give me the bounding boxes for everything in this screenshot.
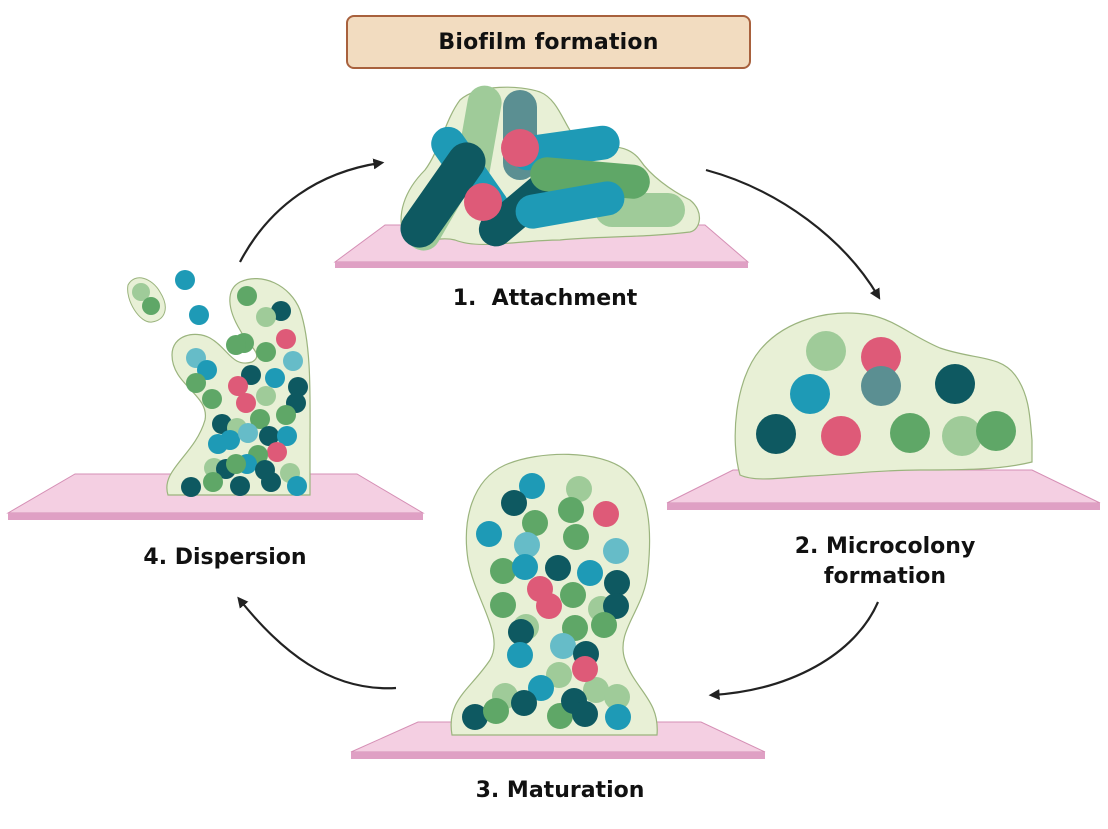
dispersed-coccus [189, 305, 209, 325]
coccus-bacterium [476, 521, 502, 547]
arrow-dispersion-to-attachment [239, 158, 385, 263]
coccus-bacterium [288, 377, 308, 397]
coccus-bacterium [490, 558, 516, 584]
coccus-bacterium [942, 416, 982, 456]
coccus-bacterium [464, 183, 502, 221]
coccus-bacterium [806, 331, 846, 371]
coccus-bacterium [560, 582, 586, 608]
coccus-bacterium [604, 570, 630, 596]
coccus-bacterium [283, 351, 303, 371]
coccus-bacterium [490, 592, 516, 618]
rod-bacterium [515, 181, 625, 229]
title-box: Biofilm formation [346, 15, 751, 69]
coccus-bacterium [212, 414, 232, 434]
coccus-bacterium [277, 426, 297, 446]
coccus-bacterium [861, 366, 901, 406]
coccus-bacterium [821, 416, 861, 456]
coccus-bacterium [236, 393, 256, 413]
coccus-bacterium [462, 704, 488, 730]
coccus-bacterium [528, 675, 554, 701]
coccus-bacterium [483, 698, 509, 724]
coccus-bacterium [583, 677, 609, 703]
coccus-bacterium [605, 704, 631, 730]
rod-bacterium [510, 125, 620, 171]
coccus-bacterium [256, 307, 276, 327]
arrow-microcolony-to-maturation [708, 601, 880, 701]
coccus-bacterium [566, 476, 592, 502]
coccus-bacterium [603, 538, 629, 564]
coccus-bacterium [256, 386, 276, 406]
coccus-bacterium [230, 476, 250, 496]
label-dispersion: 4. Dispersion [143, 545, 307, 570]
coccus-bacterium [577, 560, 603, 586]
coccus-bacterium [522, 510, 548, 536]
coccus-bacterium [511, 690, 537, 716]
coccus-bacterium [550, 633, 576, 659]
dispersed-coccus [226, 335, 246, 355]
coccus-bacterium [261, 472, 281, 492]
dispersed-coccus [175, 270, 195, 290]
coccus-bacterium [250, 409, 270, 429]
substrate-microcolony [666, 469, 1101, 510]
coccus-bacterium [756, 414, 796, 454]
coccus-bacterium [228, 376, 248, 396]
dispersed-coccus [132, 283, 150, 301]
label-maturation: 3. Maturation [475, 778, 645, 803]
coccus-bacterium [861, 337, 901, 377]
coccus-bacterium [267, 442, 287, 462]
coccus-bacterium [238, 423, 258, 443]
coccus-bacterium [501, 490, 527, 516]
coccus-bacterium [546, 662, 572, 688]
coccus-bacterium [536, 593, 562, 619]
coccus-bacterium [563, 524, 589, 550]
coccus-bacterium [508, 619, 534, 645]
coccus-bacterium [259, 426, 279, 446]
coccus-bacterium [181, 477, 201, 497]
dispersed-coccus [142, 297, 160, 315]
coccus-bacterium [202, 389, 222, 409]
coccus-bacterium [514, 532, 540, 558]
coccus-bacterium [890, 413, 930, 453]
coccus-bacterium [545, 555, 571, 581]
coccus-bacterium [935, 364, 975, 404]
coccus-bacterium [572, 701, 598, 727]
coccus-bacterium [507, 642, 533, 668]
coccus-bacterium [276, 405, 296, 425]
coccus-bacterium [501, 129, 539, 167]
coccus-bacterium [591, 612, 617, 638]
coccus-bacterium [976, 411, 1016, 451]
coccus-bacterium [287, 476, 307, 496]
rod-bacterium [400, 142, 486, 248]
coccus-bacterium [271, 301, 291, 321]
coccus-bacterium [519, 473, 545, 499]
coccus-bacterium [203, 472, 223, 492]
coccus-bacterium [256, 342, 276, 362]
label-attachment: 1. Attachment [452, 286, 638, 311]
label-microcolony: 2. Microcolony formation [794, 534, 976, 589]
coccus-bacterium [186, 373, 206, 393]
coccus-bacterium [276, 329, 296, 349]
coccus-bacterium [512, 554, 538, 580]
arrow-maturation-to-dispersion [237, 596, 397, 690]
coccus-bacterium [572, 656, 598, 682]
coccus-bacterium [604, 684, 630, 710]
coccus-bacterium [265, 368, 285, 388]
coccus-bacterium [558, 497, 584, 523]
bacterial-cells [132, 85, 1016, 730]
coccus-bacterium [790, 374, 830, 414]
coccus-bacterium [593, 501, 619, 527]
arrow-attachment-to-microcolony [705, 168, 881, 300]
coccus-bacterium [208, 434, 228, 454]
diagram-title: Biofilm formation [438, 29, 659, 55]
coccus-bacterium [603, 593, 629, 619]
coccus-bacterium [226, 454, 246, 474]
coccus-bacterium [237, 286, 257, 306]
